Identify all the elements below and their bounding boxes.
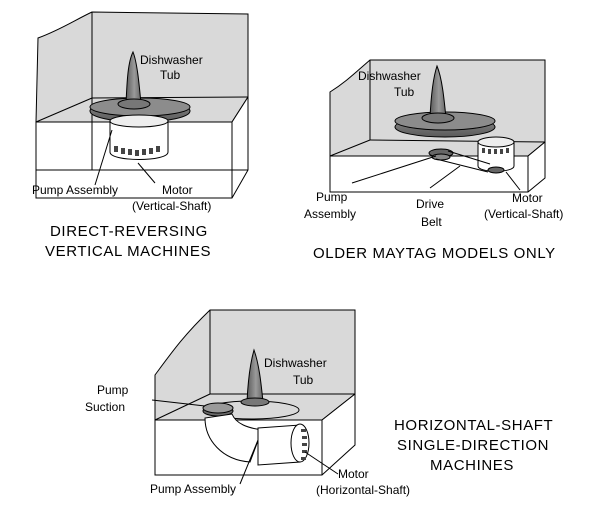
suction-label-2: Suction [85, 400, 125, 414]
spray-fin [246, 348, 264, 403]
tub-label: Dishwasher [358, 69, 421, 83]
tub-label-2: Tub [394, 85, 415, 99]
caption-horizontal-line3: MACHINES [430, 457, 514, 474]
belt-label-2: Belt [421, 215, 442, 229]
panel-horizontal-shaft: Dishwasher Tub Pump Suction Pump Assembl… [85, 309, 553, 497]
drive-belt [435, 150, 491, 173]
pump-label: Pump [316, 190, 348, 204]
spray-fin [125, 50, 142, 105]
panel-older-maytag: Dishwasher Tub Pump Assembly Drive Belt … [304, 59, 563, 262]
motor-type-label: (Vertical-Shaft) [484, 207, 563, 221]
spray-fin [429, 64, 447, 119]
caption-direct-line1: DIRECT-REVERSING [50, 223, 208, 240]
pump-assembly-label: Pump Assembly [32, 183, 118, 197]
tub-label: Dishwasher [264, 356, 327, 370]
caption-maytag: OLDER MAYTAG MODELS ONLY [313, 245, 556, 262]
caption-direct-line2: VERTICAL MACHINES [45, 243, 211, 260]
tub-label-2: Tub [293, 373, 314, 387]
motor-label: Motor [512, 191, 543, 205]
motor-label: Motor [162, 183, 193, 197]
tub-label-2: Tub [160, 68, 181, 82]
panel-direct-reversing: Dishwasher Tub Pump Assembly Motor (Vert… [32, 11, 249, 260]
pump-assembly-label: Pump Assembly [150, 482, 236, 496]
pump-label-2: Assembly [304, 207, 356, 221]
caption-horizontal-line1: HORIZONTAL-SHAFT [394, 417, 553, 434]
belt-label: Drive [416, 197, 444, 211]
motor-label: Motor [338, 467, 369, 481]
suction-label: Pump [97, 383, 129, 397]
motor-type-label: (Horizontal-Shaft) [316, 483, 410, 497]
caption-horizontal-line2: SINGLE-DIRECTION [397, 437, 549, 454]
motor-type-label: (Vertical-Shaft) [132, 199, 211, 213]
tub-label: Dishwasher [140, 53, 203, 67]
